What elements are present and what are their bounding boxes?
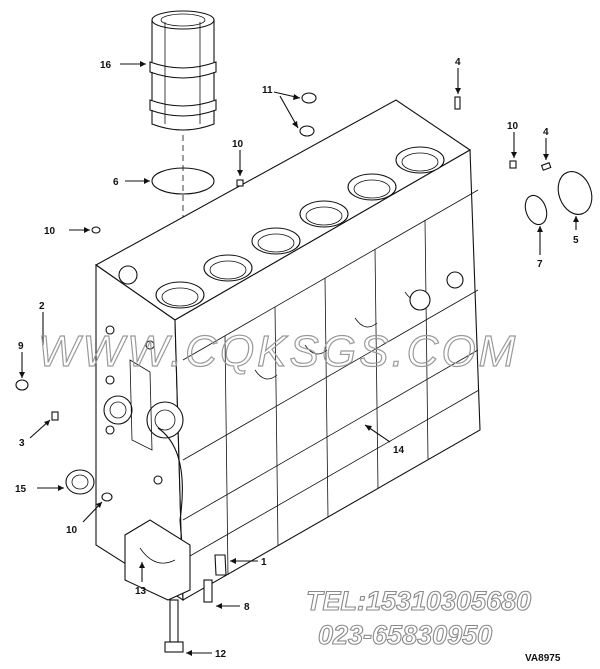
small-plug-lower bbox=[101, 492, 113, 502]
callout-6: 6 bbox=[113, 177, 119, 188]
drawing-code: VA8975 bbox=[525, 653, 561, 664]
small-plug-left bbox=[91, 226, 101, 234]
main-cap-bolt bbox=[164, 599, 184, 653]
plug-upper bbox=[301, 92, 317, 104]
oil-tube bbox=[157, 427, 183, 546]
plug-lower bbox=[299, 125, 315, 137]
phone-watermark-1: TEL:15310305680 bbox=[306, 586, 531, 616]
callout-2: 2 bbox=[39, 301, 45, 312]
callout-12: 12 bbox=[215, 649, 227, 660]
cover-plate bbox=[557, 171, 593, 215]
main-bearing-cap bbox=[124, 519, 191, 601]
cap-bolt-small bbox=[203, 579, 213, 603]
small-plug-mid bbox=[236, 179, 244, 187]
callout-10-right: 10 bbox=[507, 121, 519, 132]
phone-watermark-2: 023-65830950 bbox=[318, 620, 492, 650]
callout-14: 14 bbox=[393, 445, 405, 456]
leader-lines bbox=[19, 61, 579, 656]
callout-10-mid: 10 bbox=[232, 139, 244, 150]
callout-10-lower: 10 bbox=[66, 525, 78, 536]
callout-8: 8 bbox=[244, 602, 250, 613]
callout-15: 15 bbox=[15, 484, 27, 495]
cylinder-liner bbox=[149, 10, 217, 131]
dowel-right bbox=[540, 162, 552, 171]
engine-block bbox=[94, 99, 481, 602]
callout-5: 5 bbox=[573, 235, 579, 246]
callout-13: 13 bbox=[135, 586, 147, 597]
callout-16: 16 bbox=[100, 60, 112, 71]
o-ring bbox=[151, 167, 215, 195]
callout-4-top: 4 bbox=[455, 57, 461, 68]
callout-9: 9 bbox=[18, 341, 24, 352]
callout-1: 1 bbox=[261, 557, 267, 568]
callout-3: 3 bbox=[19, 438, 25, 449]
callout-10-left: 10 bbox=[44, 226, 56, 237]
dowel-front bbox=[51, 411, 59, 421]
website-watermark: WWW.CQKSGS.COM bbox=[38, 327, 518, 376]
callout-11: 11 bbox=[262, 85, 273, 96]
callout-4-right: 4 bbox=[543, 127, 549, 138]
o-ring-small bbox=[15, 379, 29, 391]
small-plug-right bbox=[509, 160, 517, 169]
dowel-top bbox=[454, 96, 461, 110]
front-seal-cup bbox=[65, 469, 95, 495]
seal-ring bbox=[524, 194, 548, 226]
piston-cooling-nozzle bbox=[214, 554, 227, 576]
callout-7: 7 bbox=[537, 259, 543, 270]
